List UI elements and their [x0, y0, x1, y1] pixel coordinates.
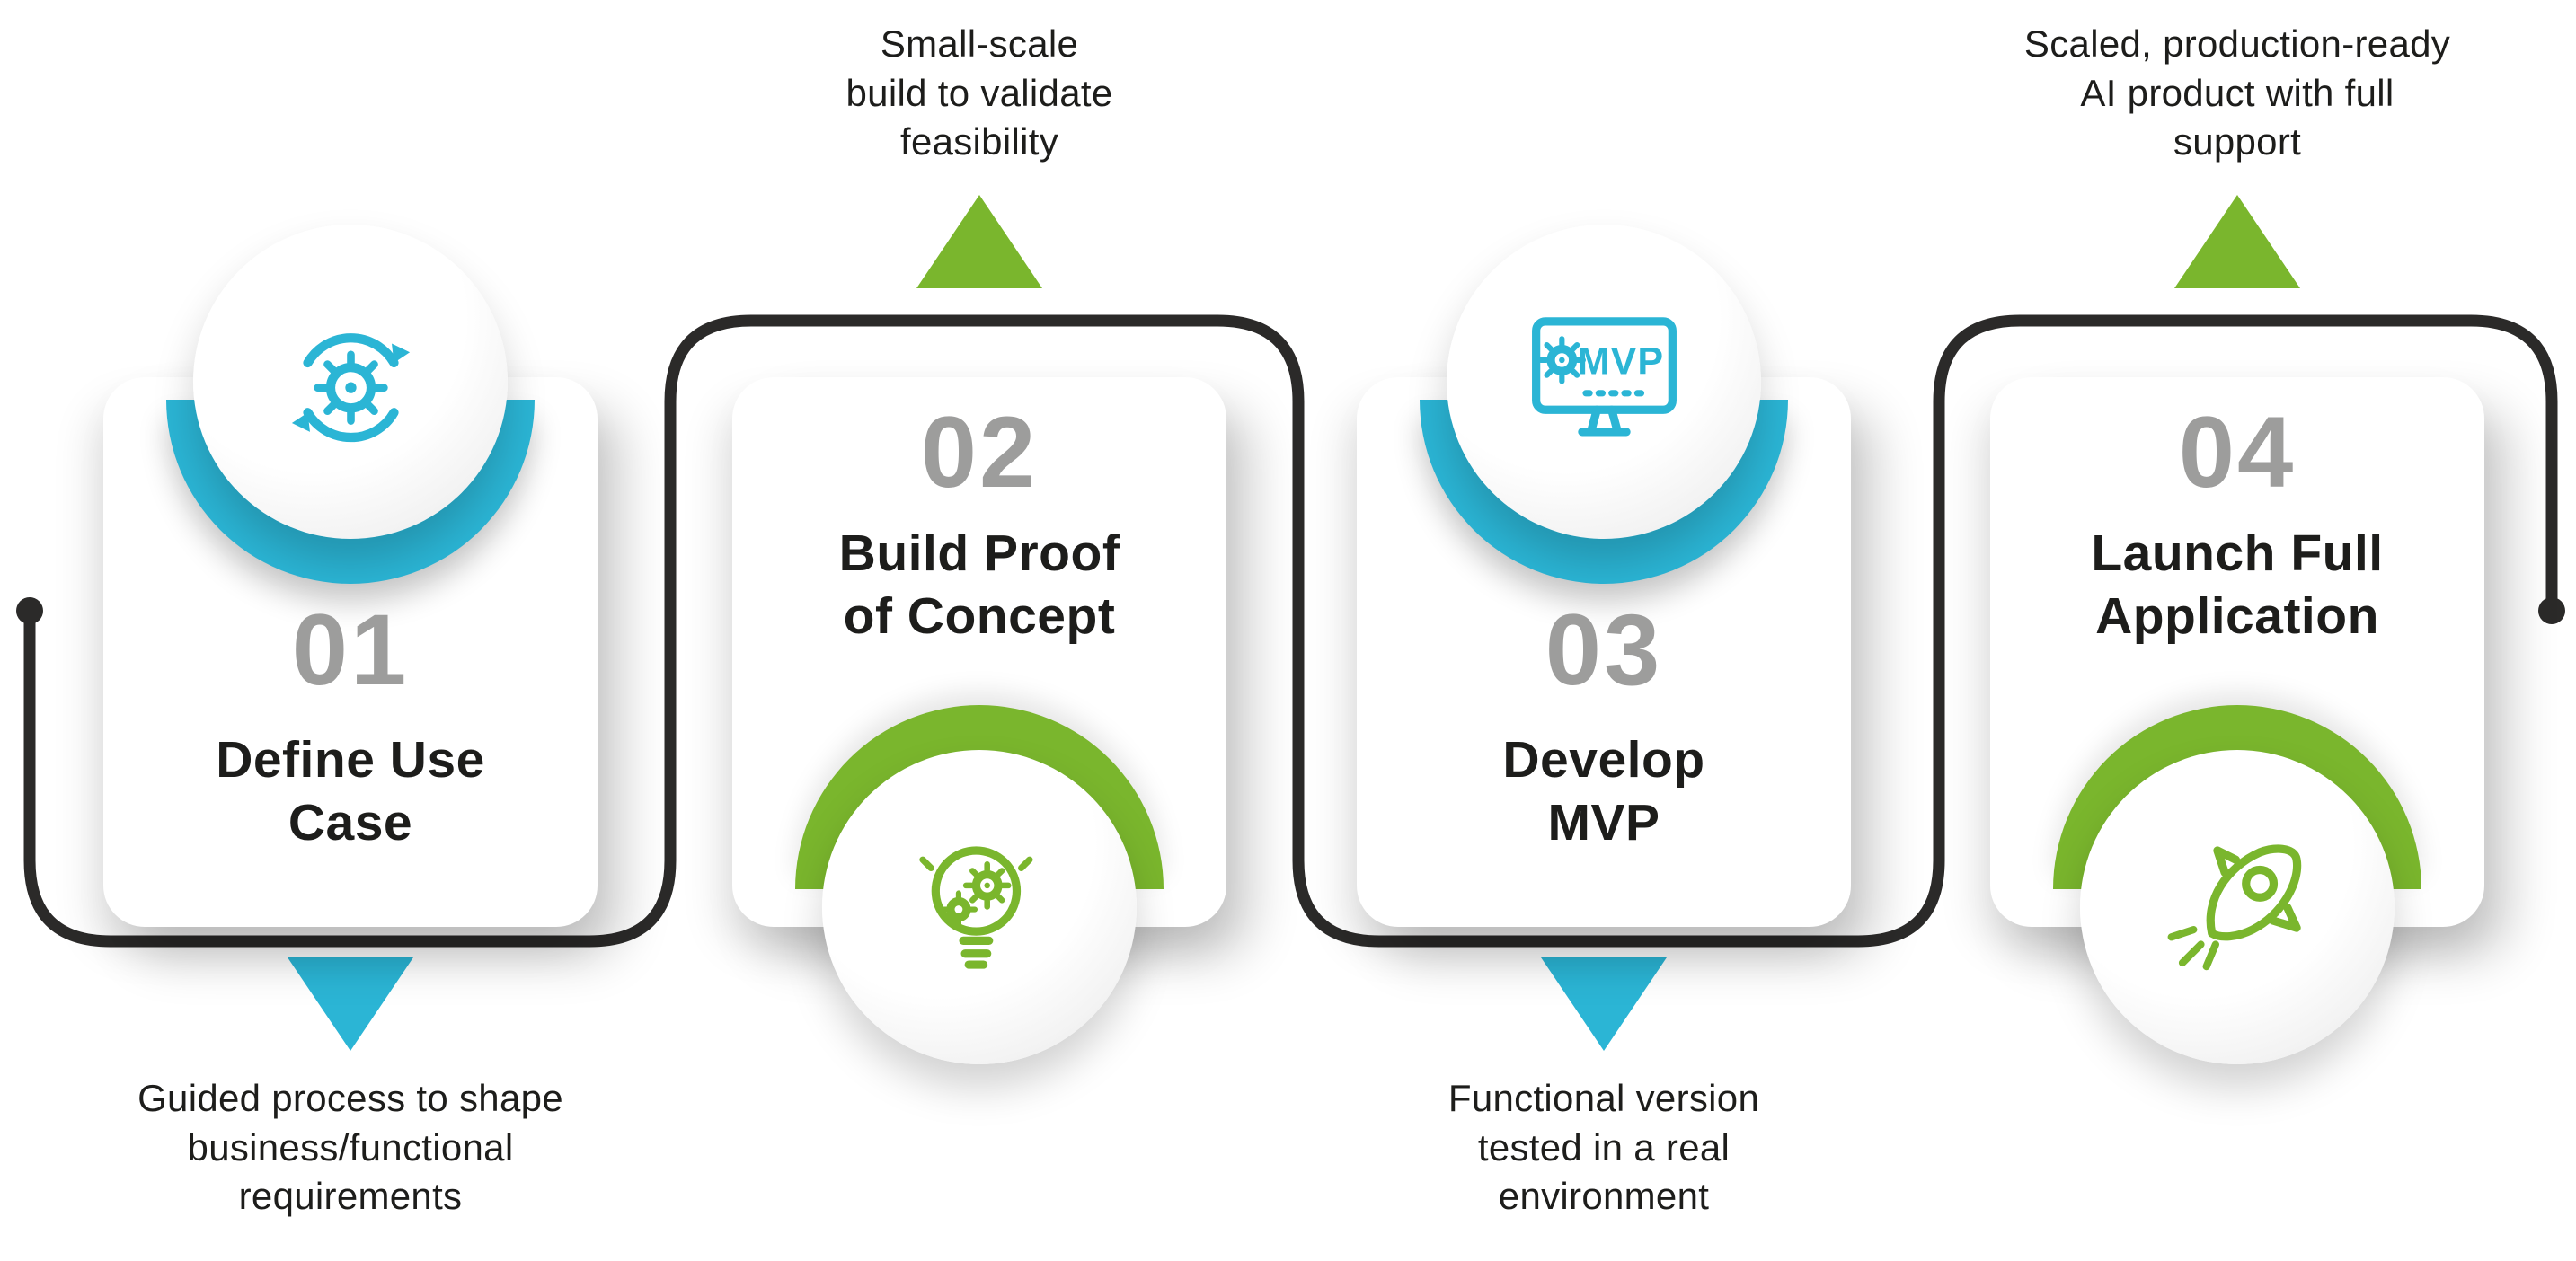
step-2-icon-circle [822, 750, 1137, 1064]
step-3-caption: Functional version tested in a real envi… [1280, 1074, 1927, 1221]
step-2-caption: Small-scale build to validate feasibilit… [656, 20, 1303, 167]
caption-line: support [2173, 120, 2302, 163]
step-title: Build Proof of Concept [732, 523, 1226, 648]
step-number: 01 [291, 594, 410, 706]
caption-line: Scaled, production-ready [2023, 22, 2451, 65]
caption-line: Guided process to shape [137, 1077, 563, 1119]
up-arrow-green [2174, 195, 2300, 288]
step-number: 04 [2178, 396, 2297, 508]
rocket-launch-icon [2167, 844, 2301, 970]
caption-line: build to validate [845, 71, 1113, 114]
step-number: 03 [1545, 594, 1663, 706]
caption-line: business/functional [187, 1125, 514, 1168]
caption-line: tested in a real [1477, 1125, 1731, 1168]
step-1-icon-circle [193, 225, 508, 539]
step-title-line: Case [288, 793, 413, 851]
flow-start-dot [16, 597, 43, 624]
step-title-line: of Concept [843, 586, 1116, 645]
caption-line: Functional version [1447, 1077, 1760, 1119]
caption-line: feasibility [899, 120, 1059, 163]
step-3-icon-circle: MVP [1447, 225, 1761, 539]
caption-line: AI product with full [2080, 71, 2395, 114]
down-arrow-teal [1541, 957, 1667, 1051]
flow-path [23, 314, 2558, 948]
step-title-line: Define Use [216, 731, 485, 789]
caption-line: Small-scale [880, 22, 1079, 65]
step-number: 02 [920, 396, 1039, 508]
step-title-line: Application [2095, 586, 2379, 645]
step-4-icon-circle [2080, 750, 2395, 1064]
caption-line: requirements [238, 1175, 463, 1218]
process-cycle-icon [291, 332, 410, 442]
caption-line: environment [1498, 1175, 1710, 1218]
step-title: Develop MVP [1357, 729, 1851, 854]
up-arrow-green [916, 195, 1042, 288]
step-title: Launch Full Application [1990, 523, 2484, 648]
down-arrow-teal [288, 957, 413, 1051]
step-4-caption: Scaled, production-ready AI product with… [1914, 20, 2561, 167]
step-title: Define Use Case [103, 729, 598, 854]
mvp-monitor-icon: MVP [1531, 316, 1677, 436]
step-title-line: Build Proof [838, 525, 1120, 582]
step-title-line: MVP [1547, 793, 1660, 851]
idea-bulb-gears-icon [918, 845, 1032, 969]
step-title-line: Launch Full [2091, 525, 2384, 582]
flow-end-dot [2538, 597, 2565, 624]
step-title-line: Develop [1502, 731, 1705, 789]
step-1-caption: Guided process to shape business/functio… [27, 1074, 674, 1221]
mvp-icon-label: MVP [1577, 340, 1663, 383]
